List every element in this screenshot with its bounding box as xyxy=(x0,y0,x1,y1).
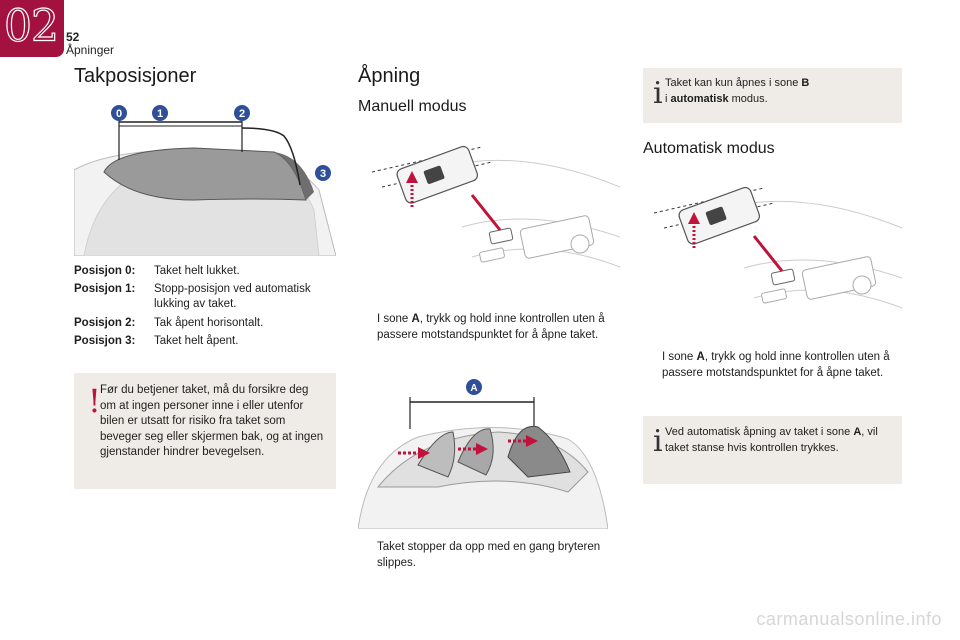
position-description: Taket helt lukket. xyxy=(154,265,240,277)
position-description: Taket helt åpent. xyxy=(154,335,239,347)
position-description: Tak åpent horisontalt. xyxy=(154,317,264,329)
manual-control-figure xyxy=(372,127,620,302)
watermark: carmanualsonline.info xyxy=(756,609,942,629)
manual-mode-subtitle: Manuell modus xyxy=(358,98,467,115)
chapter-tab xyxy=(0,0,64,57)
info-text: Ved automatisk åpning av taket i sone A,… xyxy=(665,426,878,454)
section-name: Åpninger xyxy=(66,43,115,57)
roof-positions-title: Takposisjoner xyxy=(74,65,197,87)
position-marker-1: 1 xyxy=(152,105,168,121)
warning-text: Før du betjener taket, må du forsikre de… xyxy=(100,384,324,458)
warning-icon: ! xyxy=(88,382,101,420)
info-icon: i xyxy=(653,76,663,111)
step-text: I sone A, trykk og hold inne kontrollen … xyxy=(377,313,605,341)
position-label: Posisjon 2: xyxy=(74,317,136,329)
manual-step-1: I sone A, trykk og hold inne kontrollen … xyxy=(358,311,620,363)
chapter-number: 02 xyxy=(3,1,59,52)
info-box-auto-stop: i Ved automatisk åpning av taket i sone … xyxy=(643,416,902,484)
warning-box: ! Før du betjener taket, må du forsikre … xyxy=(74,373,336,489)
step-text: Taket stopper da opp med en gang brytere… xyxy=(377,541,601,569)
svg-text:1: 1 xyxy=(157,108,163,120)
automatic-mode-subtitle: Automatisk modus xyxy=(643,140,775,157)
console-illustration xyxy=(372,145,620,268)
svg-text:0: 0 xyxy=(116,108,122,120)
position-description: Stopp-posisjon ved automatisk lukking av… xyxy=(154,283,311,310)
info-icon: i xyxy=(653,424,663,459)
position-label: Posisjon 3: xyxy=(74,335,136,347)
car-roof-illustration: 0 1 2 3 xyxy=(74,105,336,256)
svg-text:2: 2 xyxy=(239,108,245,120)
info-text: Taket kan kun åpnes i sone B i automatis… xyxy=(665,77,810,105)
roof-opening-illustration: A xyxy=(358,379,608,529)
roof-movement-figure: A xyxy=(358,377,608,529)
page-number: 52 xyxy=(66,30,80,44)
console-illustration xyxy=(654,186,902,309)
position-marker-3: 3 xyxy=(315,165,331,181)
automatic-step: I sone A, trykk og hold inne kontrollen … xyxy=(643,349,905,401)
position-marker-0: 0 xyxy=(111,105,127,121)
svg-text:3: 3 xyxy=(320,168,326,180)
zone-marker-a: A xyxy=(466,379,482,395)
automatic-control-figure xyxy=(654,168,902,343)
svg-text:A: A xyxy=(470,383,477,394)
manual-step-2: Taket stopper da opp med en gang brytere… xyxy=(358,539,620,575)
step-text: I sone A, trykk og hold inne kontrollen … xyxy=(662,351,890,379)
position-marker-2: 2 xyxy=(234,105,250,121)
info-box-auto-only: i Taket kan kun åpnes i sone B i automat… xyxy=(643,68,902,123)
position-label: Posisjon 0: xyxy=(74,265,136,277)
opening-title: Åpning xyxy=(358,65,421,87)
roof-positions-figure: 0 1 2 3 xyxy=(74,100,336,256)
position-label: Posisjon 1: xyxy=(74,283,136,295)
